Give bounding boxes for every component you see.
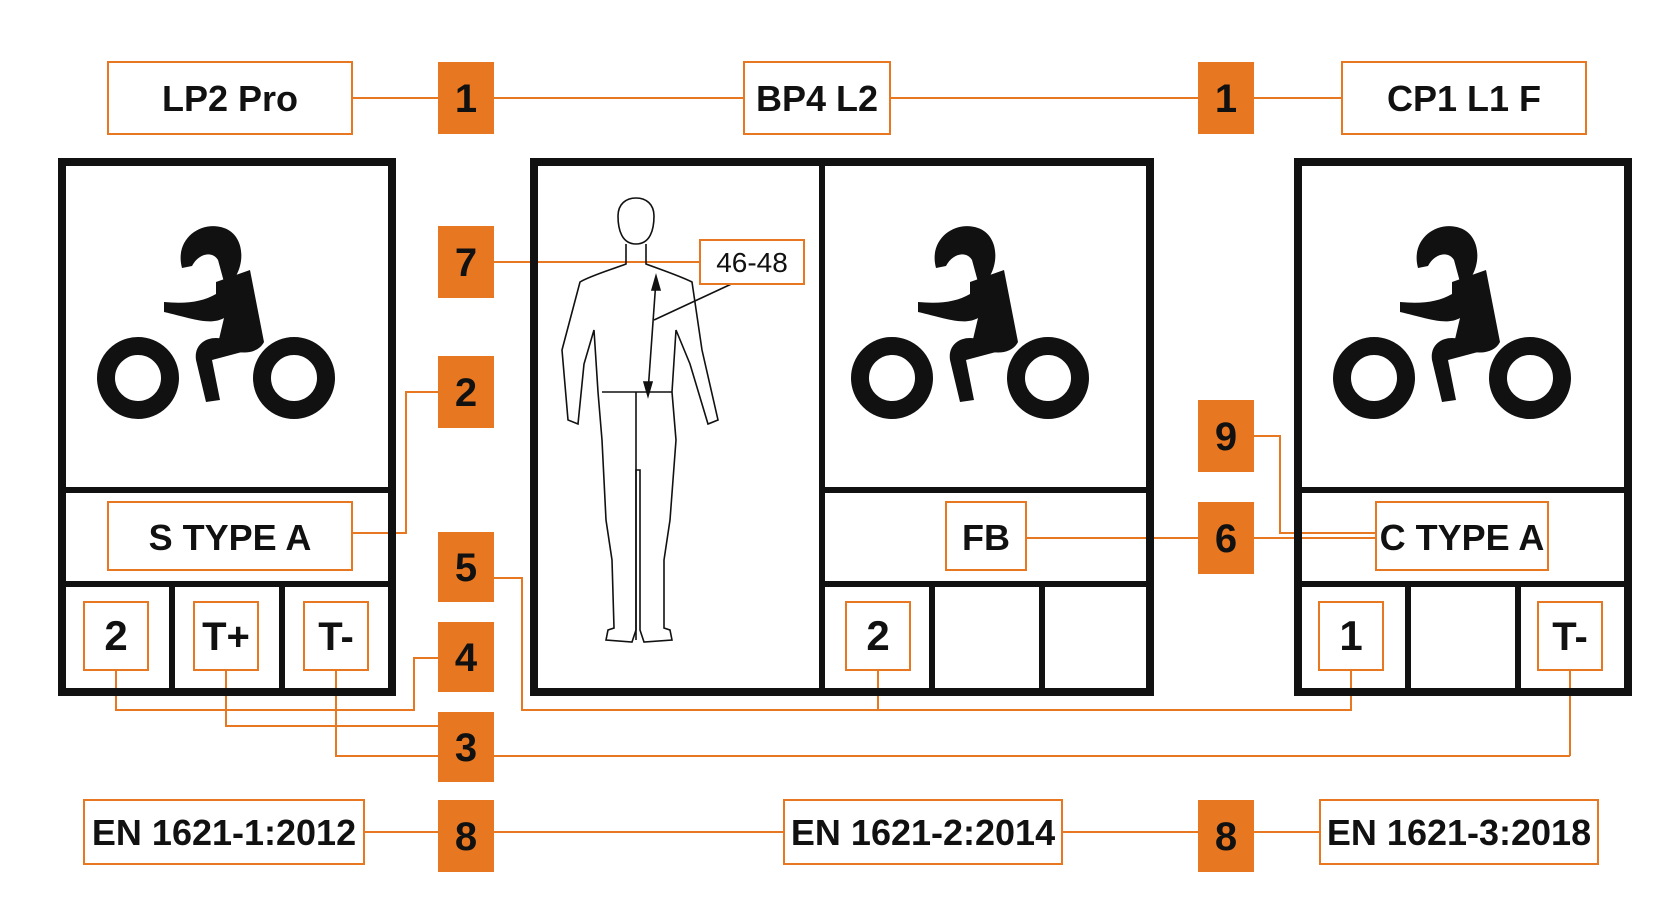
center-type-text: FB xyxy=(962,517,1010,558)
marker-3 xyxy=(438,712,494,782)
right-temp-minus-text: T- xyxy=(1552,615,1588,659)
marker-1-right-text: 1 xyxy=(1215,77,1237,121)
body-size-box xyxy=(699,239,805,285)
back-length-arrow xyxy=(642,273,741,399)
human-body-figure-icon xyxy=(561,197,719,643)
left-temp-plus-text: T+ xyxy=(202,615,250,659)
left-temp-minus-text: T- xyxy=(318,615,354,659)
marker-1-left-text: 1 xyxy=(455,77,477,121)
product-left-text: LP2 Pro xyxy=(162,78,298,119)
right-protector-label: C TYPE A 1 T- xyxy=(1294,158,1632,696)
product-center-text: BP4 L2 xyxy=(756,78,878,119)
motorcycle-rider-icon-center xyxy=(860,226,1080,410)
left-type-box xyxy=(107,501,353,571)
marker-8-left-text: 8 xyxy=(455,815,477,859)
center-level-text: 2 xyxy=(866,612,889,659)
standards: EN 1621-1:2012 EN 1621-2:2014 EN 1621-3:… xyxy=(83,799,1599,865)
right-type-text: C TYPE A xyxy=(1380,517,1545,558)
marker-8-right-text: 8 xyxy=(1215,815,1237,859)
marker-7 xyxy=(438,226,494,298)
product-right-text: CP1 L1 F xyxy=(1387,78,1541,119)
motorcycle-rider-icon-right xyxy=(1342,226,1562,410)
standard-right-box xyxy=(1319,799,1599,865)
left-temp-minus-box xyxy=(303,601,369,671)
product-right-box xyxy=(1341,61,1587,135)
marker-4 xyxy=(438,622,494,692)
marker-1-right xyxy=(1198,62,1254,134)
left-type-text: S TYPE A xyxy=(149,517,312,558)
right-level-text: 1 xyxy=(1339,612,1362,659)
marker-2 xyxy=(438,356,494,428)
standard-left-text: EN 1621-1:2012 xyxy=(92,812,356,853)
marker-5-text: 5 xyxy=(455,546,477,590)
connector-lines xyxy=(115,97,1571,833)
standard-right-text: EN 1621-3:2018 xyxy=(1327,812,1591,853)
product-left-box xyxy=(107,61,353,135)
left-level-box xyxy=(83,601,149,671)
product-center-box xyxy=(743,61,891,135)
marker-3-text: 3 xyxy=(455,726,477,770)
right-type-box xyxy=(1375,501,1549,571)
left-level-text: 2 xyxy=(104,612,127,659)
left-protector-label: S TYPE A 2 T+ T- xyxy=(58,158,396,696)
marker-5 xyxy=(438,532,494,602)
marker-6 xyxy=(1198,502,1254,574)
center-protector-label: 46-48 FB 2 xyxy=(530,158,1154,696)
marker-8-left xyxy=(438,800,494,872)
marker-9-text: 9 xyxy=(1215,415,1237,459)
marker-6-text: 6 xyxy=(1215,517,1237,561)
marker-4-text: 4 xyxy=(455,636,478,680)
left-temp-plus-box xyxy=(193,601,259,671)
motorcycle-rider-icon xyxy=(106,226,326,410)
standard-center-text: EN 1621-2:2014 xyxy=(791,812,1055,853)
center-type-box xyxy=(945,501,1027,571)
center-level-box xyxy=(845,601,911,671)
numbered-markers: 1 1 7 2 9 6 5 4 3 8 8 xyxy=(438,62,1254,872)
standard-left-box xyxy=(83,799,365,865)
right-level-box xyxy=(1318,601,1384,671)
marker-7-text: 7 xyxy=(455,241,477,285)
marker-9 xyxy=(1198,400,1254,472)
standard-center-box xyxy=(783,799,1063,865)
right-temp-minus-box xyxy=(1537,601,1603,671)
product-names: LP2 Pro BP4 L2 CP1 L1 F xyxy=(107,61,1587,135)
marker-1-left xyxy=(438,62,494,134)
marker-8-right xyxy=(1198,800,1254,872)
body-size-text: 46-48 xyxy=(716,247,788,278)
marker-2-text: 2 xyxy=(455,371,477,415)
